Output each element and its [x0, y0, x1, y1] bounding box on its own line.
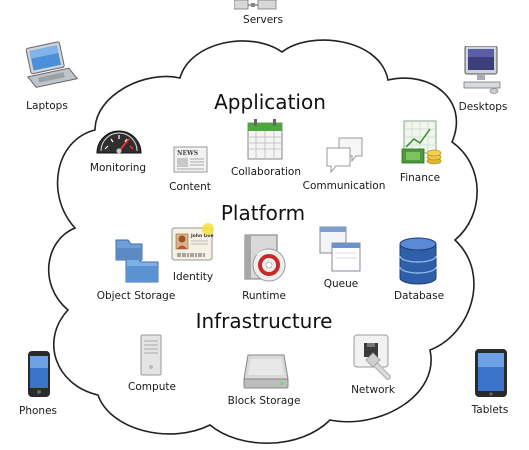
desktop-icon [462, 46, 502, 94]
tablets-label: Tablets [471, 404, 509, 416]
collaboration-label: Collaboration [231, 166, 301, 178]
finance-icon [400, 119, 444, 167]
laptop-icon [22, 40, 78, 92]
queue-icon [318, 225, 364, 275]
servers-label: Servers [243, 14, 283, 26]
block-storage-label: Block Storage [227, 395, 301, 407]
id-card-name: John Doe [190, 233, 214, 239]
tablet-icon [474, 348, 508, 398]
monitoring-icon [93, 119, 145, 159]
finance-label: Finance [399, 172, 441, 184]
compute-label: Compute [128, 381, 176, 393]
identity-label: Identity [172, 271, 214, 283]
identity-icon: John Doe [170, 222, 216, 264]
desktops-label: Desktops [458, 101, 508, 113]
content-icon: NEWS [172, 144, 210, 176]
runtime-label: Runtime [242, 290, 286, 302]
infrastructure-heading: Infrastructure [195, 309, 333, 333]
collaboration-icon [246, 119, 284, 161]
compute-icon [138, 334, 164, 376]
runtime-icon [243, 233, 289, 285]
platform-heading: Platform [220, 201, 306, 225]
communication-icon [325, 136, 365, 174]
object-storage-label: Object Storage [96, 290, 176, 302]
phone-icon [27, 350, 51, 398]
application-heading: Application [214, 90, 326, 114]
queue-label: Queue [323, 278, 359, 290]
phones-label: Phones [19, 405, 57, 417]
news-text: NEWS [177, 150, 198, 157]
content-label: Content [169, 181, 211, 193]
monitoring-label: Monitoring [89, 162, 147, 174]
database-label: Database [393, 290, 445, 302]
block-storage-icon [242, 353, 290, 389]
database-icon [398, 236, 438, 286]
network-label: Network [351, 384, 395, 396]
servers-icon [234, 0, 278, 12]
network-icon [352, 333, 396, 383]
laptops-label: Laptops [26, 100, 68, 112]
communication-label: Communication [302, 180, 386, 192]
object-storage-icon [114, 236, 160, 284]
